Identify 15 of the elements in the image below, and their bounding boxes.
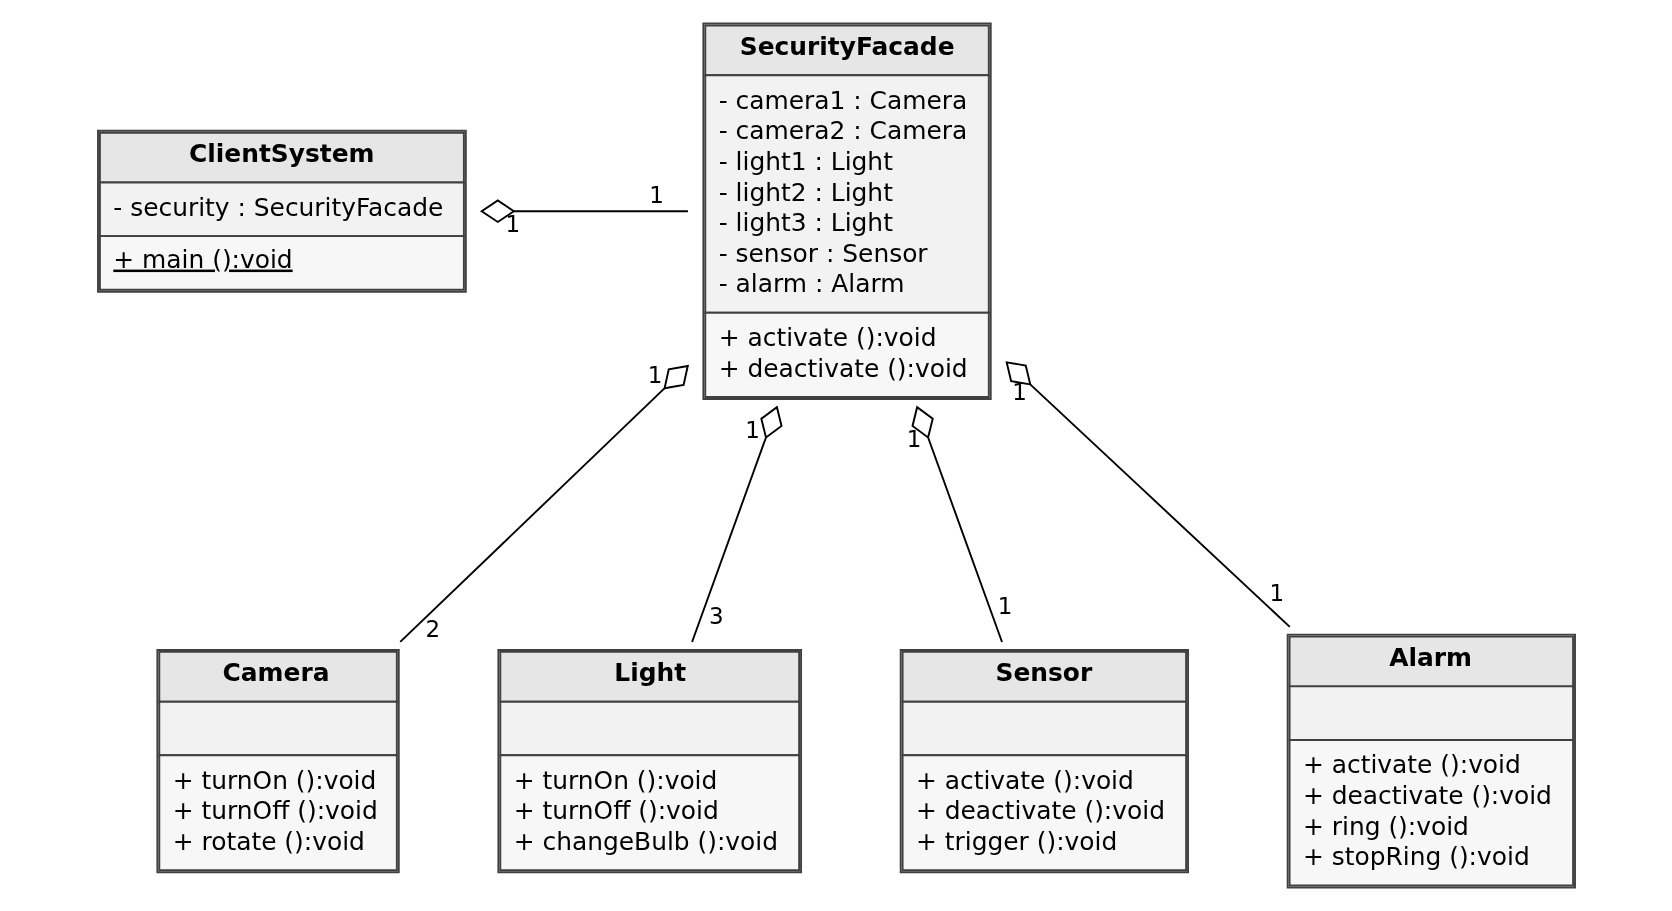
connector <box>1004 361 1291 628</box>
label: 1 <box>906 426 921 453</box>
connector <box>690 405 783 643</box>
label: 1 <box>648 181 664 208</box>
label: 1 <box>505 210 520 237</box>
label: 1 <box>744 416 760 443</box>
connector <box>479 199 689 224</box>
label: 3 <box>708 602 724 629</box>
label: 2 <box>425 615 440 642</box>
label: 1 <box>997 592 1012 619</box>
connector <box>398 364 689 643</box>
label: 1 <box>1269 579 1284 606</box>
label: 1 <box>1011 379 1027 406</box>
label: 1 <box>647 362 662 389</box>
connector <box>910 405 1003 643</box>
